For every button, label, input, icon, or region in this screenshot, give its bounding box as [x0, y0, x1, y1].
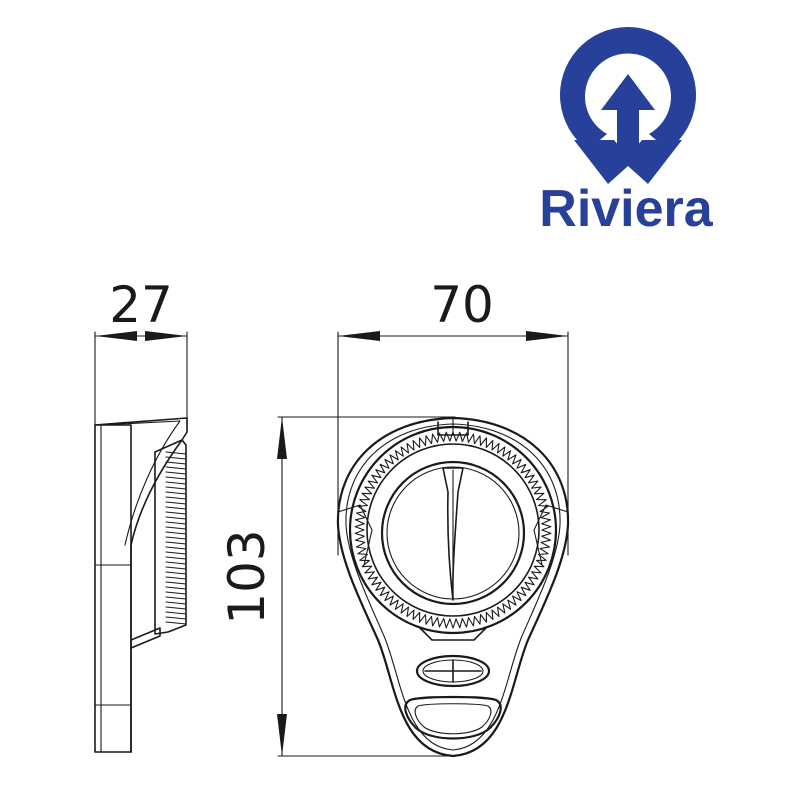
depth-arrow-right [145, 331, 187, 341]
knob-teeth [354, 431, 552, 629]
back-plate [94, 424, 132, 753]
side-body [94, 417, 188, 753]
knob-face [380, 460, 526, 606]
height-dimension: 103 [218, 416, 456, 757]
depth-dimension: 27 [94, 276, 188, 426]
riviera-emblem [560, 27, 696, 184]
height-arrow-top [277, 417, 287, 459]
side-view: 27 [94, 276, 188, 753]
slot-outline [404, 695, 502, 740]
height-value: 103 [218, 529, 276, 624]
depth-value: 27 [109, 276, 173, 334]
knob-ribs [165, 451, 187, 625]
height-arrow-bottom [277, 714, 287, 756]
front-view: 70 103 [218, 276, 570, 758]
knob-profile [154, 439, 187, 635]
control-knob [348, 418, 558, 641]
escutcheon-outline [336, 416, 570, 758]
knob-inner-ring [366, 443, 540, 617]
hanging-slot [404, 695, 502, 740]
bottom-notch [419, 627, 487, 641]
escutcheon [336, 416, 570, 758]
width-arrow-left [338, 331, 380, 341]
screw-cap [415, 654, 491, 688]
screw-cap-outline [415, 654, 491, 688]
side-profile [94, 417, 188, 753]
brand-name: Riviera [539, 180, 714, 238]
brand-logo: Riviera [539, 27, 714, 238]
width-value: 70 [430, 276, 494, 334]
depth-arrow-left [95, 331, 137, 341]
width-arrow-right [526, 331, 568, 341]
